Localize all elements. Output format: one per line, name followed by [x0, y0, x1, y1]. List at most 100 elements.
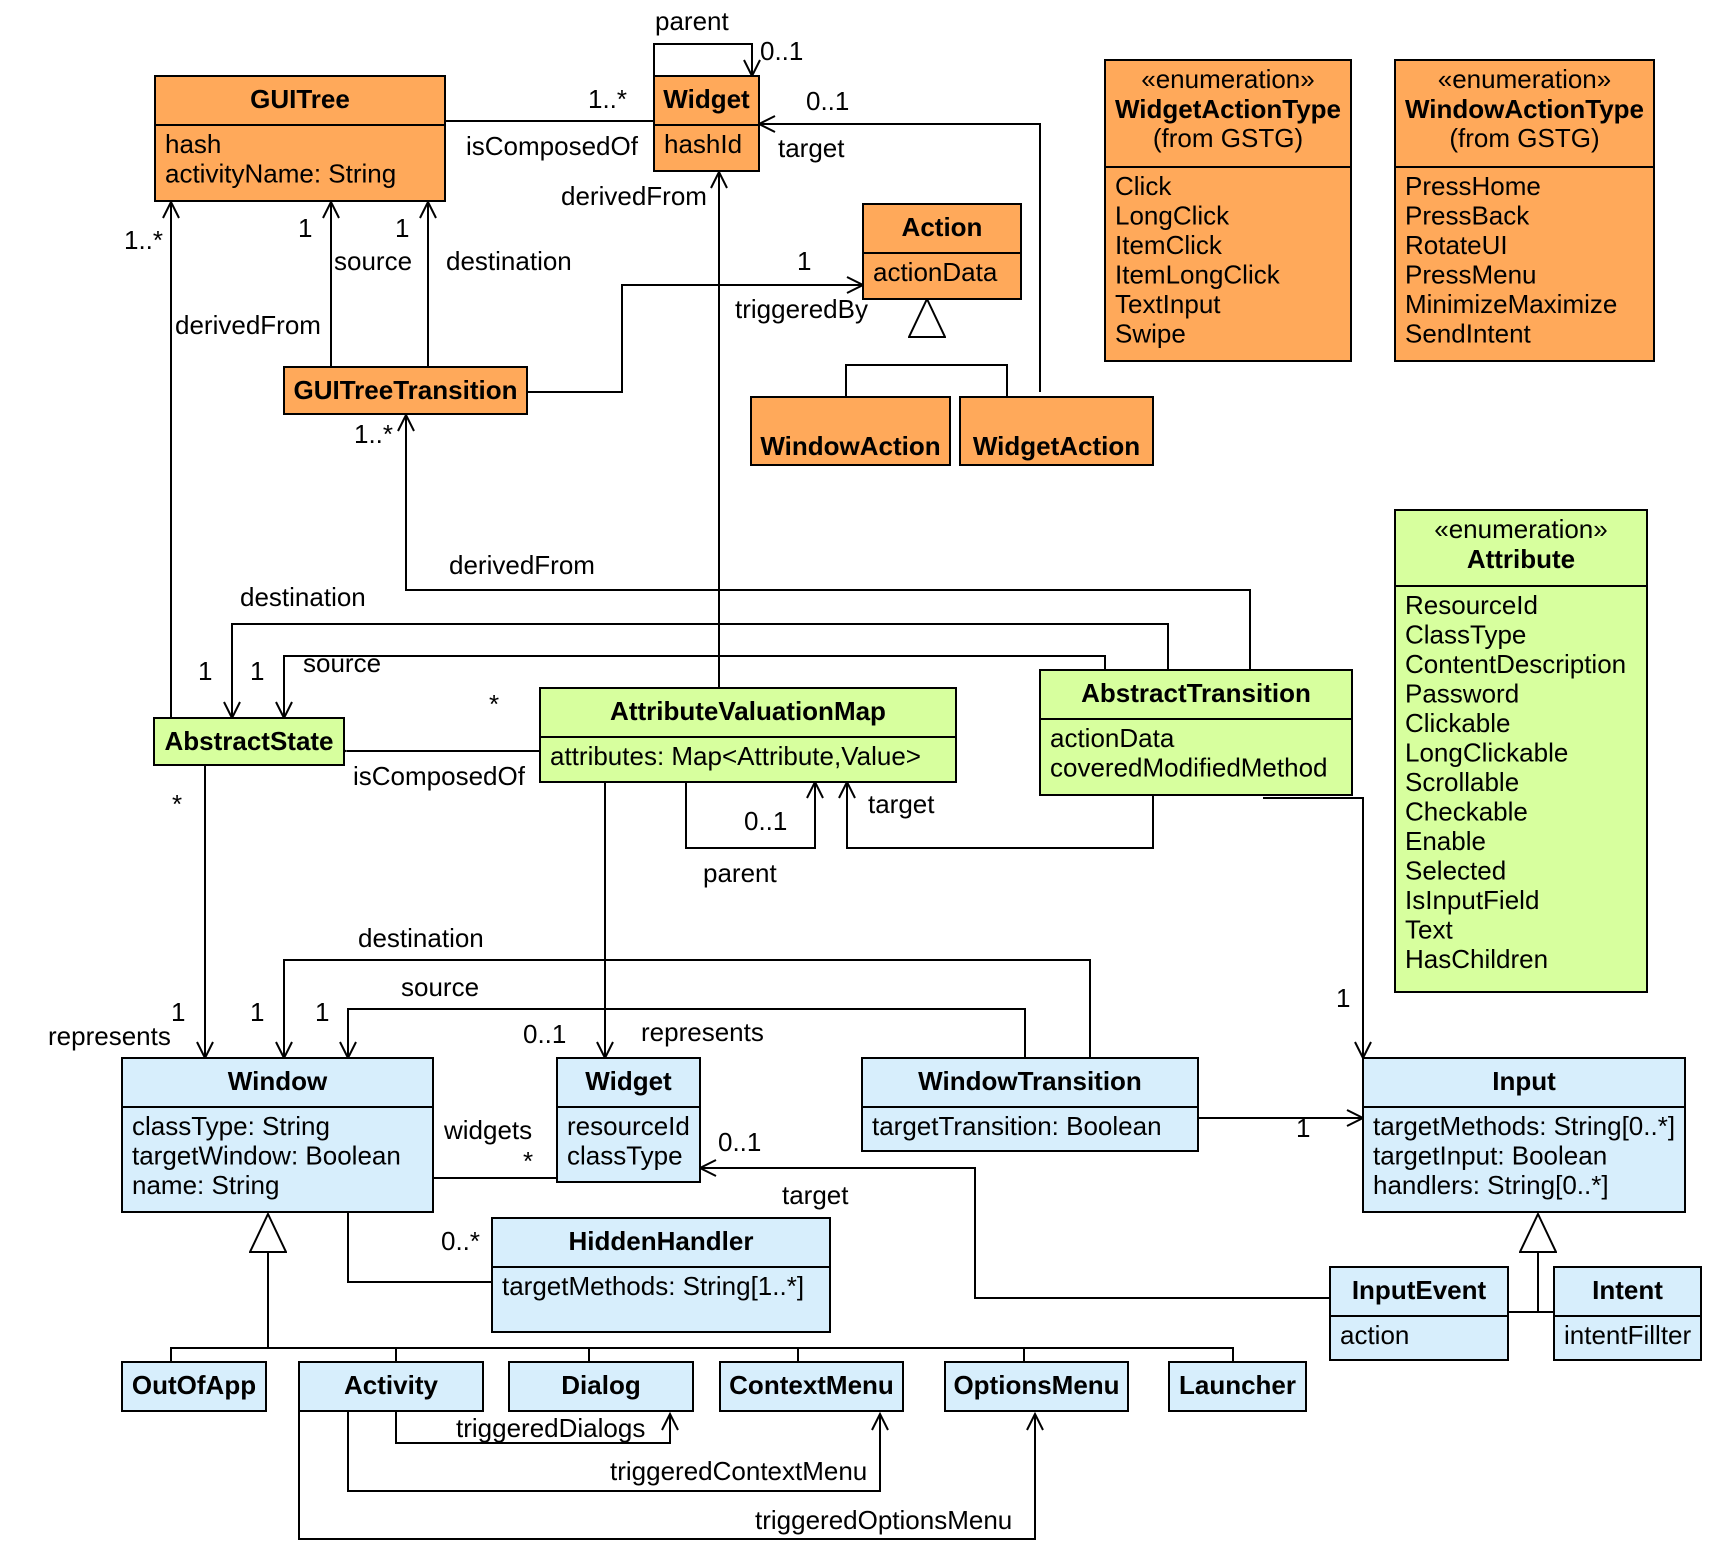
label-destination-top: destination: [446, 246, 572, 276]
label-source-top: source: [334, 246, 412, 276]
class-widget-action-type: «enumeration»WidgetActionType(from GSTG)…: [1104, 59, 1352, 362]
label-derivedfrom-guitree: derivedFrom: [175, 310, 321, 340]
class-window-transition-attribute: targetTransition: Boolean: [872, 1111, 1162, 1141]
class-context-menu: ContextMenu: [719, 1361, 904, 1412]
class-window-action-type-literal: PressHome: [1405, 171, 1541, 201]
class-hidden-handler-name: HiddenHandler: [569, 1226, 754, 1256]
label-parent-top: parent: [655, 6, 729, 36]
class-widget-action-type-box: [1104, 59, 1352, 362]
class-window-attribute: targetWindow: Boolean: [132, 1141, 401, 1171]
class-widget-bottom-name: Widget: [585, 1066, 672, 1096]
windowtransition-destination-window: [284, 959, 1091, 1058]
label-derivedfrom-gtt: derivedFrom: [449, 550, 595, 580]
label-derivedfrom-widget: derivedFrom: [561, 181, 707, 211]
class-attribute-enum-literal: Text: [1405, 915, 1453, 945]
label-mult-represents-widget: 0..1: [523, 1019, 566, 1049]
class-window-action-type-name: WindowActionType: [1405, 94, 1644, 124]
class-options-menu-box: [944, 1361, 1129, 1412]
class-input-box: [1362, 1057, 1686, 1213]
class-guitree-transition: GUITreeTransition: [283, 366, 528, 415]
association-lines: [170, 43, 1554, 1540]
class-activity-name: Activity: [344, 1370, 438, 1400]
class-action-name: Action: [902, 212, 983, 242]
label-destination-mid: destination: [240, 582, 366, 612]
class-attribute-enum-name: Attribute: [1467, 544, 1575, 574]
class-out-of-app-box: [121, 1361, 267, 1412]
label-mult-parent-mid: 0..1: [744, 806, 787, 836]
class-input-attribute: targetInput: Boolean: [1373, 1141, 1607, 1171]
class-widget-bottom-box: [556, 1057, 701, 1183]
label-mult-destination-bottom: 1: [250, 997, 264, 1027]
window-subclass-connector: [170, 1347, 1234, 1362]
class-widget-action-type-literal: TextInput: [1115, 289, 1221, 319]
class-widget-action-type-literal: ItemLongClick: [1115, 260, 1281, 290]
class-attribute-valuation-map-attribute: attributes: Map<Attribute,Value>: [550, 741, 921, 771]
class-widget-top-name: Widget: [663, 84, 750, 114]
activity-triggereddialogs: [395, 1411, 670, 1444]
class-window-box: [121, 1057, 434, 1213]
class-guitree-transition-name: GUITreeTransition: [294, 375, 518, 405]
class-window-action-type-stereotype: «enumeration»: [1438, 64, 1611, 94]
widgetaction-target-widget: [759, 124, 1041, 392]
label-widgets: widgets: [443, 1115, 532, 1145]
gtt-triggeredby-action: [527, 285, 863, 393]
label-mult-guitree-derived: 1..*: [124, 225, 163, 255]
label-mult-target-top: 0..1: [806, 86, 849, 116]
label-parent-mid: parent: [703, 858, 777, 888]
class-input-event-attribute: action: [1340, 1320, 1409, 1350]
class-widget-action-box: [959, 396, 1154, 466]
class-attribute-enum-box: [1394, 509, 1648, 993]
class-attribute-enum-literal: Password: [1405, 679, 1519, 709]
class-attribute-enum-literal: ClassType: [1405, 620, 1526, 650]
class-widget-action-type-literal: Swipe: [1115, 319, 1186, 349]
label-mult-destination-mid: 1: [198, 656, 212, 686]
class-guitree-box: [154, 75, 446, 202]
class-window-action-type-literal: PressMenu: [1405, 260, 1537, 290]
class-window-action-name: WindowAction: [760, 431, 940, 461]
class-intent-name: Intent: [1592, 1275, 1663, 1305]
class-widget-action-type-stereotype: «enumeration»: [1141, 64, 1314, 94]
label-iscomposedof-top: isComposedOf: [466, 131, 639, 161]
abstracttransition-source-state: [284, 655, 1106, 718]
class-abstract-state-name: AbstractState: [164, 726, 333, 756]
class-attribute-enum-literal: HasChildren: [1405, 944, 1548, 974]
class-attribute-enum-literal: Clickable: [1405, 708, 1511, 738]
class-window-transition-name: WindowTransition: [918, 1066, 1142, 1096]
label-mult-action: 1: [797, 246, 811, 276]
class-guitree-transition-box: [283, 366, 528, 415]
class-intent-attribute: intentFillter: [1564, 1320, 1691, 1350]
label-represents-right: represents: [641, 1017, 764, 1047]
class-attribute-enum-literal: LongClickable: [1405, 738, 1568, 768]
class-window-action-box: [750, 396, 951, 466]
class-context-menu-box: [719, 1361, 904, 1412]
class-attribute-enum-literal: Scrollable: [1405, 767, 1519, 797]
class-action-box: [862, 203, 1022, 300]
class-dialog-box: [508, 1361, 694, 1412]
label-triggereddialogs: triggeredDialogs: [456, 1413, 645, 1443]
class-widget-action-type-literal: ItemClick: [1115, 230, 1223, 260]
class-options-menu: OptionsMenu: [944, 1361, 1129, 1412]
label-destination-bottom: destination: [358, 923, 484, 953]
class-abstract-state-box: [153, 717, 345, 766]
label-mult-widget-composition: 1..*: [588, 84, 627, 114]
class-attribute-enum-literal: Enable: [1405, 826, 1486, 856]
class-attribute-valuation-map-box: [539, 687, 957, 783]
class-window-transition: WindowTransition targetTransition: Boolea…: [861, 1057, 1199, 1152]
label-target-bottom: target: [782, 1180, 849, 1210]
class-attribute-enum-literal: Selected: [1405, 856, 1506, 886]
class-window-action-type-box: [1394, 59, 1655, 362]
class-widget-bottom-attribute: classType: [567, 1141, 683, 1171]
class-launcher-box: [1168, 1361, 1307, 1412]
label-triggeredcontextmenu: triggeredContextMenu: [610, 1456, 867, 1486]
class-window-action: WindowAction: [750, 396, 951, 466]
association-labels: parent 0..1 1..* isComposedOf 0..1 targe…: [48, 6, 1350, 1535]
action-subclass-connector: [845, 364, 1008, 397]
class-attribute-enum-literal: Checkable: [1405, 797, 1528, 827]
class-abstract-state: AbstractState: [153, 717, 345, 766]
